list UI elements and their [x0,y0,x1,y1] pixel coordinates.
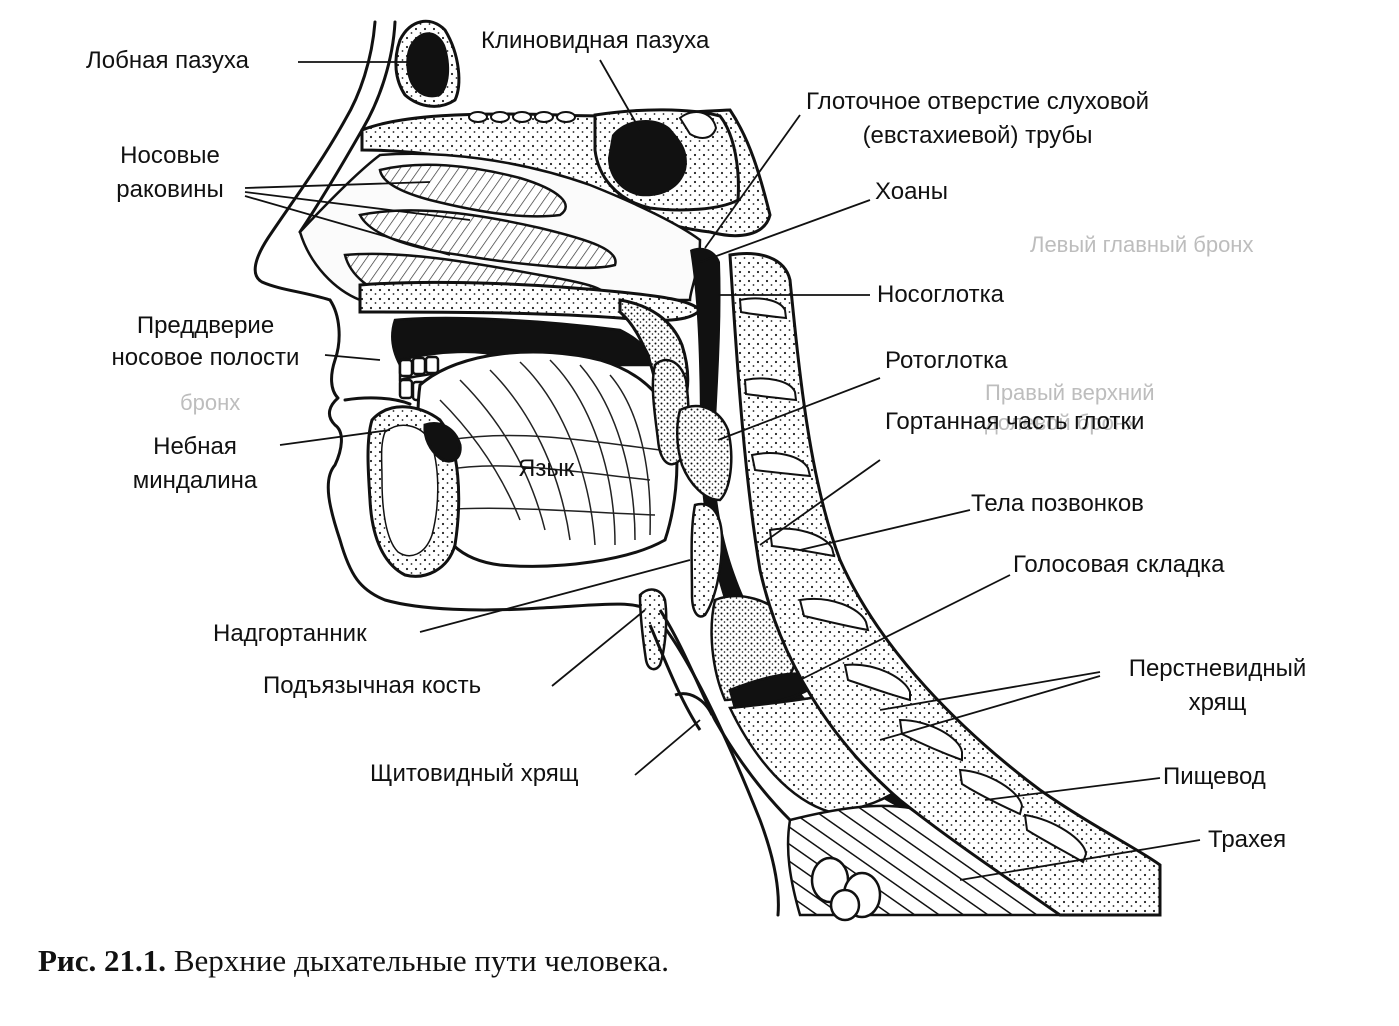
leader-line [244,195,451,256]
oral-cavity [391,316,652,402]
label-line: носовое полости [111,344,300,371]
leader-line [799,574,1011,681]
leader-line [799,509,971,551]
sphenoid-sinus-shape [593,108,740,212]
label-line: Небная [153,433,237,460]
leader-line [279,429,391,446]
label-trachea: Трахея [1208,826,1287,853]
leader-line [984,777,1161,801]
label-line: Преддверие [136,312,275,339]
label-line: Перстневидный [1128,655,1307,682]
leader-line [704,114,801,249]
leader-line [634,719,701,776]
leader-line [244,181,431,189]
epiglottis-shape [690,502,724,618]
leader-line [959,839,1201,881]
bleed-through-text: долевой бронх [985,410,1137,435]
leader-lines [244,59,1201,881]
label-oropharynx: Ротоглотка [885,347,1008,374]
frontal-sinus-shape [394,19,461,108]
leader-line [244,191,471,221]
thyroid-gland [810,856,882,922]
label-line: Глоточное отверстие слуховой [805,88,1150,115]
vertebral-column [728,252,1162,917]
label-eustachian-tube: Глоточное отверстие слуховой (евстахиево… [755,88,1200,150]
label-line: миндалина [132,467,258,494]
label-choanae: Хоаны [875,178,948,205]
label-line: раковины [116,176,224,203]
figure-number: Рис. 21.1. [38,943,167,978]
leader-line [551,609,646,687]
label-laryngopharynx: Гортанная часть глотки [885,408,1145,435]
label-line: Носовые [120,142,220,169]
label-frontal-sinus: Лобная пазуха [86,47,249,74]
leader-line [879,671,1101,711]
label-nasopharynx: Носоглотка [877,281,1004,308]
label-line: хрящ [1188,689,1247,716]
label-nasal-conchae: Носовые раковины [90,142,250,204]
bleed-through-text: бронх [180,390,241,415]
leader-line [324,354,381,361]
bleed-through-text: Левый главный бронх [1030,232,1254,257]
label-sphenoid-sinus: Клиновидная пазуха [481,27,710,54]
label-thyroid-cartilage: Щитовидный хрящ [370,760,579,787]
figure-title: Верхние дыхательные пути человека. [173,943,670,978]
leader-line [419,559,691,633]
label-line: (евстахиевой) трубы [862,122,1093,149]
label-hyoid-bone: Подъязычная кость [263,672,482,699]
thyroid-cartilage [648,609,792,822]
leader-line [717,377,881,441]
cribriform-plate [468,111,576,123]
label-esophagus: Пищевод [1163,763,1266,790]
leader-line [699,199,871,263]
mandible [366,405,462,578]
vertebral-discs [738,297,1088,864]
label-palatine-tonsil: Небная миндалина [110,433,280,495]
leader-line [879,675,1101,741]
label-epiglottis: Надгортанник [213,620,367,647]
label-cricoid-cartilage: Перстневидный хрящ [1100,655,1335,717]
figure-caption: Рис. 21.1. Верхние дыхательные пути чело… [38,943,669,979]
label-vertebral-bodies: Тела позвонков [971,490,1144,517]
leader-line [599,59,641,131]
label-tongue: Язык [518,455,575,482]
laryngeal-tissue [676,404,733,502]
bleed-through-text: Правый верхний [985,380,1155,405]
leader-line [759,459,881,546]
label-vocal-fold: Голосовая складка [1013,551,1225,578]
label-nasal-vestibule: Преддверие носовое полости [83,312,328,372]
